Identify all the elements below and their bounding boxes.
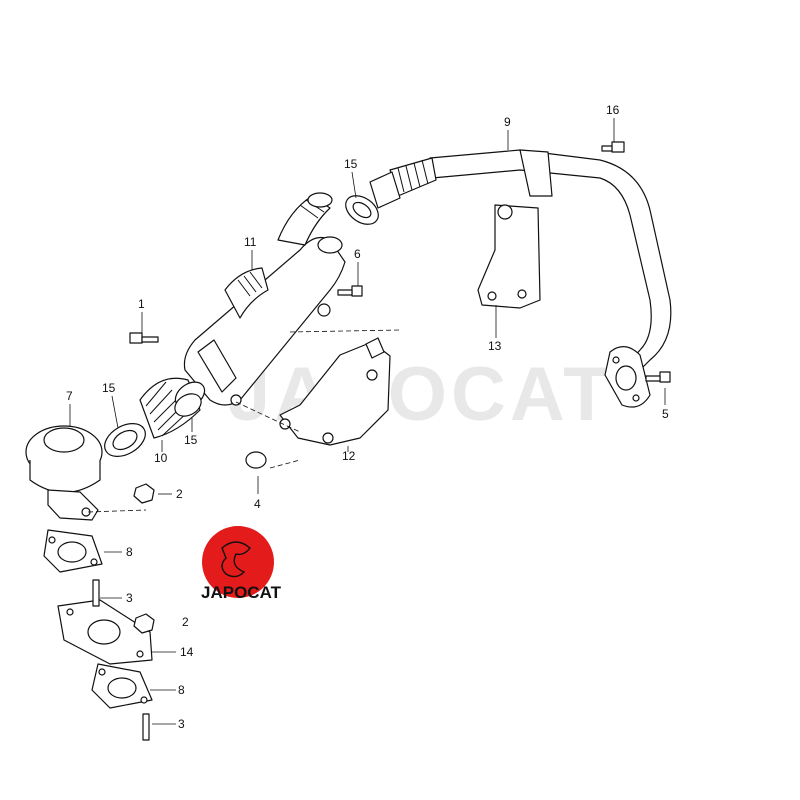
gasket-lower: [91, 663, 153, 709]
callout-12: 12: [342, 449, 356, 463]
stud-3-lower: [142, 713, 150, 741]
callout-15: 15: [102, 381, 116, 395]
callout-7: 7: [66, 389, 73, 403]
assembly-line: [289, 329, 401, 333]
callout-9: 9: [504, 115, 511, 129]
callout-8: 8: [178, 683, 185, 697]
assembly-line: [87, 509, 147, 513]
callout-16: 16: [606, 103, 620, 117]
callout-4: 4: [254, 497, 261, 511]
bolt-6: [337, 285, 363, 297]
callout-1: 1: [138, 297, 145, 311]
callout-5: 5: [662, 407, 669, 421]
assembly-line: [235, 401, 301, 433]
pipe-bracket: [477, 204, 541, 309]
leader-line: [111, 395, 119, 429]
callout-3: 3: [126, 591, 133, 605]
logo-circle: [202, 526, 274, 598]
nut-2-upper: [133, 483, 155, 504]
clamp-lower-right: [174, 393, 202, 417]
egr-adapter: [57, 599, 153, 665]
japocat-logo: JAPOCAT: [201, 526, 282, 602]
callout-3: 3: [178, 717, 185, 731]
callout-2: 2: [176, 487, 183, 501]
callout-15: 15: [344, 157, 358, 171]
callout-6: 6: [354, 247, 361, 261]
gasket-ring-upper: [345, 195, 379, 225]
nut-2-lower: [133, 613, 155, 634]
bolt-16: [601, 141, 625, 153]
callout-10: 10: [154, 451, 168, 465]
callout-14: 14: [180, 645, 194, 659]
callout-11: 11: [244, 235, 257, 249]
callout-2: 2: [182, 615, 189, 629]
callout-15: 15: [184, 433, 198, 447]
leader-line: [351, 171, 357, 199]
bolt-5: [645, 371, 671, 383]
pipe-flange: [604, 346, 651, 408]
egr-valve: [25, 425, 103, 521]
gasket-upper: [43, 529, 103, 573]
cooler-bracket: [279, 337, 391, 446]
callout-8: 8: [126, 545, 133, 559]
egr-cooler: [183, 192, 346, 406]
nut-4: [245, 451, 267, 469]
bolt-1: [129, 332, 159, 344]
stud-3-upper: [92, 579, 100, 607]
egr-pipe: [369, 149, 672, 371]
assembly-line: [269, 459, 301, 469]
callout-13: 13: [488, 339, 502, 353]
logo-text: JAPOCAT: [201, 583, 282, 602]
clamp-lower-left: [104, 423, 146, 457]
dragon-icon: [221, 541, 251, 578]
